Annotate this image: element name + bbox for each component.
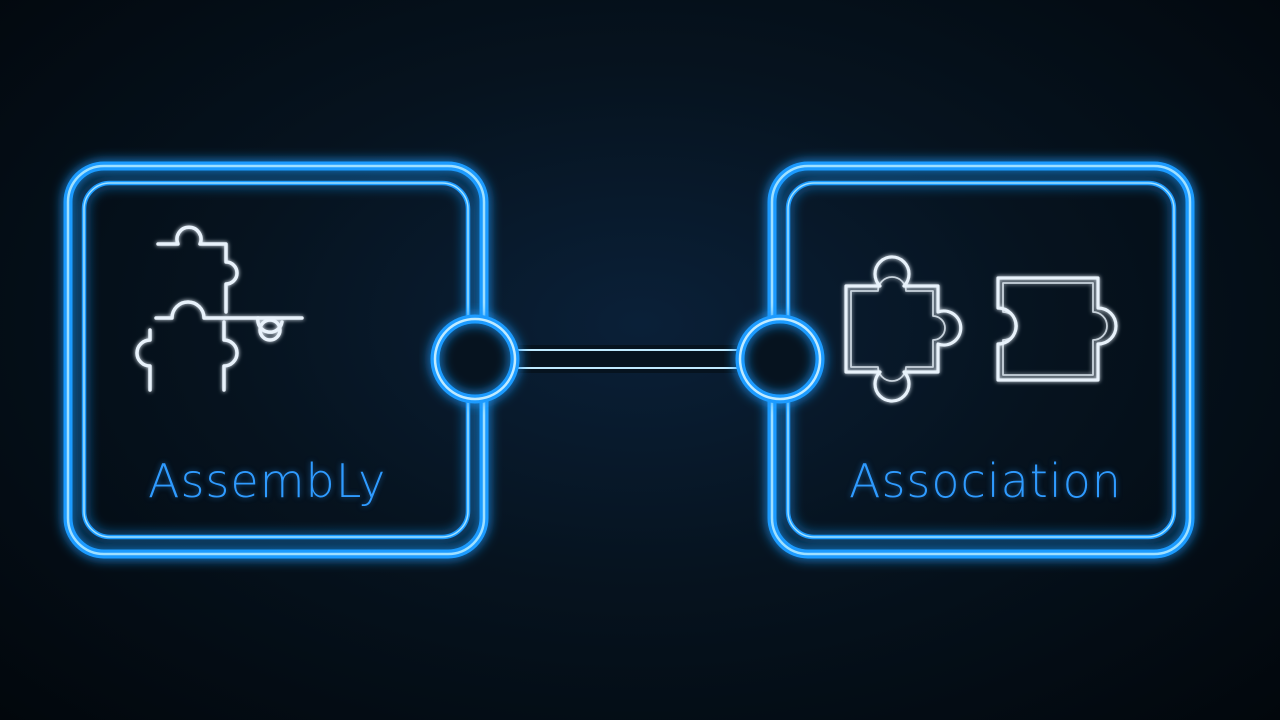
connector-node-right [735, 314, 825, 404]
two-puzzle-pieces-icon [844, 255, 1118, 403]
assembly-label: AssembLy [148, 454, 387, 508]
connector [515, 345, 743, 373]
connector-node-left [430, 314, 520, 404]
scattered-puzzle-pieces-icon [135, 225, 304, 392]
association-label: Association [849, 454, 1122, 508]
